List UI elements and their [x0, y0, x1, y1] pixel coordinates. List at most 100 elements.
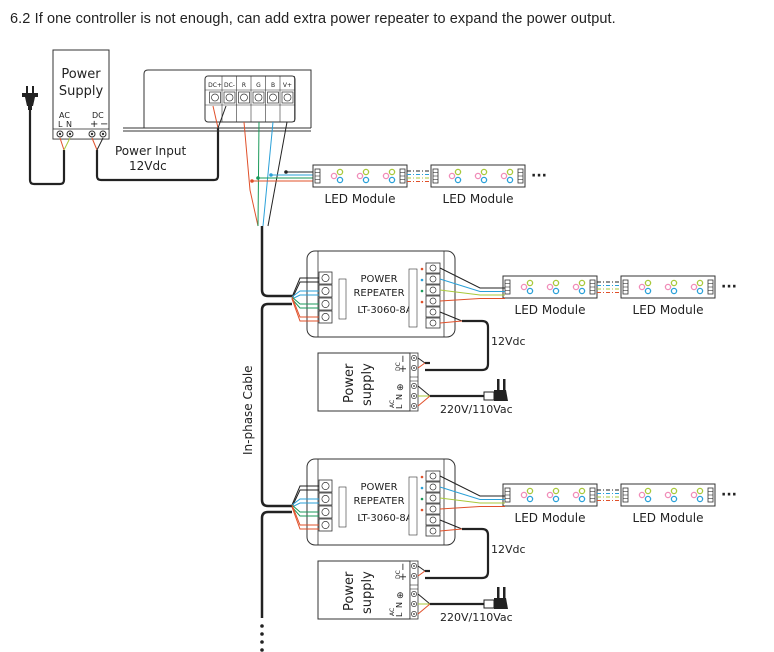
output-wire — [439, 486, 505, 500]
input-wire — [291, 506, 319, 517]
controller-terminal-label: R — [242, 82, 246, 89]
supply-l-label: L — [395, 612, 404, 617]
power-input-label-line1: Power Input — [115, 144, 186, 158]
continuation-dots — [260, 624, 264, 652]
screw-icon — [321, 508, 330, 516]
output-terminal — [425, 525, 441, 537]
repeater-title-line2: REPEATER — [353, 288, 404, 299]
main-power-supply: Power Supply AC L N DC + − — [52, 49, 110, 140]
supply-minus-label: − — [398, 355, 409, 363]
repeater-title-line1: POWER — [360, 274, 397, 285]
supply-ac-label: AC — [389, 400, 396, 408]
indicator-dot — [420, 508, 424, 512]
input-wire — [291, 277, 319, 298]
controller-housing — [123, 69, 312, 132]
led-green-icon — [644, 279, 652, 287]
dc-cable — [425, 319, 490, 372]
output-wire — [439, 475, 505, 497]
input-terminal — [318, 271, 333, 285]
output-terminal — [425, 503, 441, 515]
controller-terminal-label: B — [271, 82, 275, 89]
more-modules-ellipsis: ··· — [721, 279, 737, 295]
supply-n-label: N — [395, 602, 404, 608]
input-terminal — [318, 297, 333, 311]
supply-terminal-strip — [409, 352, 419, 412]
input-wire — [291, 504, 319, 526]
led-green-icon — [696, 279, 704, 287]
led-red-icon — [500, 172, 508, 180]
screw-icon — [321, 287, 330, 295]
led-red-icon — [382, 172, 390, 180]
led-green-icon — [644, 487, 652, 495]
screw-icon — [429, 505, 437, 513]
screw-icon — [429, 264, 437, 272]
led-module-body — [620, 483, 716, 507]
dc-voltage-label: 12Vdc — [491, 335, 526, 348]
led-module-body — [430, 164, 526, 188]
repeater-model: LT-3060-8A — [357, 513, 412, 524]
input-terminal — [318, 492, 333, 506]
output-terminal — [425, 262, 441, 274]
led-blue-icon — [552, 287, 560, 295]
input-wire — [291, 294, 319, 300]
led-green-icon — [454, 168, 462, 176]
screw-icon — [321, 495, 330, 503]
supply-title-line2: supply — [360, 363, 375, 406]
screw-icon — [429, 319, 437, 327]
led-green-icon — [696, 487, 704, 495]
led-module: LED Module — [620, 275, 716, 317]
led-module-label: LED Module — [443, 192, 514, 206]
output-wire — [439, 298, 505, 302]
led-red-icon — [690, 283, 698, 291]
led-module-body — [620, 275, 716, 299]
input-wire — [291, 298, 319, 309]
output-wire — [439, 497, 505, 504]
led-module: LED Module — [502, 275, 598, 317]
led-module-body — [502, 483, 598, 507]
led-red-icon — [664, 491, 672, 499]
led-green-icon — [480, 168, 488, 176]
led-blue-icon — [362, 176, 370, 184]
led-blue-icon — [670, 495, 678, 503]
led-blue-icon — [336, 176, 344, 184]
screw-icon — [321, 274, 330, 282]
led-blue-icon — [526, 287, 534, 295]
input-wire — [291, 502, 319, 508]
led-module-label: LED Module — [633, 303, 704, 317]
input-wire — [291, 504, 319, 513]
screw-icon — [269, 93, 277, 102]
page-heading: 6.2 If one controller is not enough, can… — [10, 11, 616, 27]
supply-ground-label: ⊕ — [396, 383, 406, 391]
terminal-screw — [223, 91, 236, 104]
repeater-title-line2: REPEATER — [353, 496, 404, 507]
screw-icon — [321, 521, 330, 529]
input-terminal — [318, 310, 333, 324]
led-red-icon — [546, 283, 554, 291]
led-blue-icon — [552, 495, 560, 503]
led-green-icon — [670, 487, 678, 495]
output-wire — [439, 506, 505, 510]
in-phase-cable-label: In-phase Cable — [241, 365, 255, 455]
led-blue-icon — [454, 176, 462, 184]
output-terminal — [425, 273, 441, 285]
output-terminal — [425, 295, 441, 307]
screw-icon — [254, 93, 263, 102]
led-blue-icon — [578, 287, 586, 295]
output-wire — [439, 289, 505, 296]
screw-icon — [429, 308, 437, 316]
input-terminal — [318, 284, 333, 298]
output-terminal — [425, 481, 441, 493]
n-label: N — [66, 120, 72, 129]
repeater-model: LT-3060-8A — [357, 305, 412, 316]
led-module: LED Module — [620, 483, 716, 525]
led-red-icon — [330, 172, 338, 180]
led-red-icon — [664, 283, 672, 291]
main-power-supply-title-line2: Supply — [59, 84, 104, 99]
led-green-icon — [362, 168, 370, 176]
led-green-icon — [552, 487, 560, 495]
